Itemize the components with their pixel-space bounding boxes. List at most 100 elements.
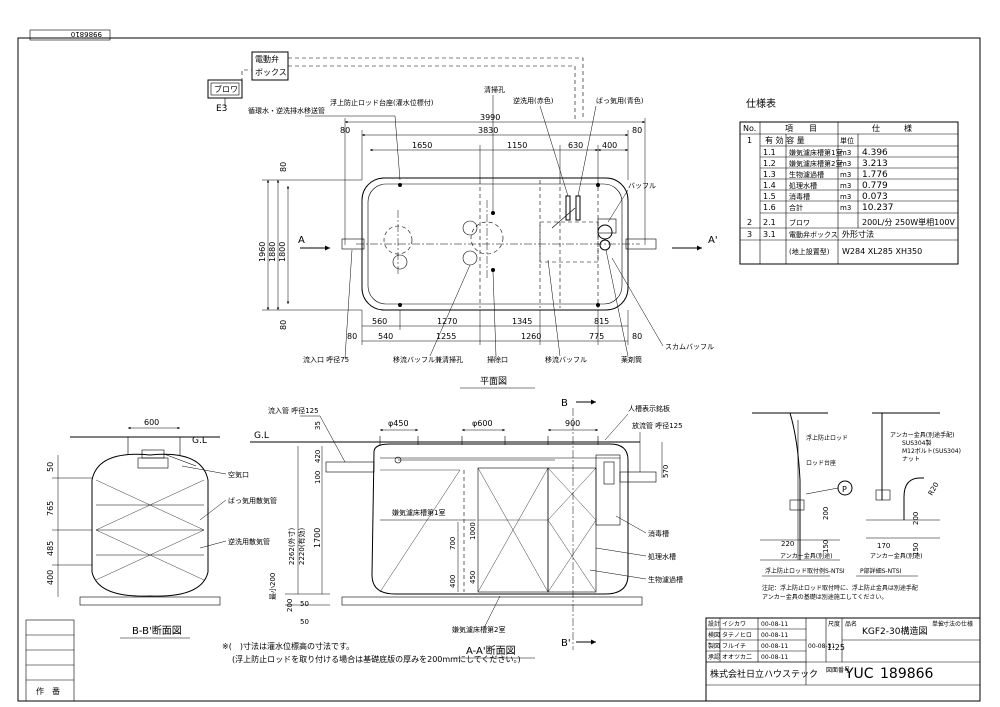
detail-anchor-left: アンカー金具(別途) xyxy=(780,552,832,560)
blower-label: ブロワ xyxy=(214,84,238,94)
tb-date-3: 00-08-11 xyxy=(761,643,788,650)
tb-name-1: イシカワ xyxy=(722,621,746,628)
tb-date-2: 00-08-11 xyxy=(761,632,788,639)
label-backwash: 逆洗用(赤色) xyxy=(513,96,554,105)
label-baffle: バッフル xyxy=(628,182,656,190)
tb-name-4: オオツカ二 xyxy=(722,654,752,661)
plan-arrow-a-prime: A' xyxy=(708,235,718,246)
tb-role-4: 承認 xyxy=(708,653,720,661)
label-scum-baffle: スカムバッフル xyxy=(665,343,714,351)
dim-bottom-80-left: 80 xyxy=(347,332,357,341)
label-circulation-pipe: 循環水・逆洗排水移送管 xyxy=(248,106,325,115)
tb-name-2: タテノヒロ xyxy=(722,631,752,639)
bb-section-title: B-B'断面図 xyxy=(132,624,182,637)
left-revision-box: 作 番 xyxy=(25,619,75,702)
spec-row6-sub: 1.5 xyxy=(763,192,776,201)
tb-role-1: 設計 xyxy=(708,620,720,628)
spec-row3-unit: m3 xyxy=(840,160,851,168)
label-drain: 掃除口 xyxy=(487,355,508,364)
spec-row5-item: 処理水槽 xyxy=(789,181,817,190)
bb-dim-600: 600 xyxy=(144,418,159,427)
spec-row5-value: 0.779 xyxy=(862,181,888,191)
label-aeration: ばっ気用(青色) xyxy=(596,96,644,105)
plan-top-dimensions: 3990 3830 80 80 1650 1150 630 400 xyxy=(340,113,646,245)
tb-name-label: 品名 xyxy=(845,620,857,628)
spec-row9-value: 外形寸法 xyxy=(842,229,874,239)
spec-row3-item: 嫌気濾床槽第2室 xyxy=(789,159,842,168)
tb-company: 株式会社日立ハウステック xyxy=(710,668,818,680)
dim-1960: 1960 xyxy=(258,242,267,262)
dim-400: 400 xyxy=(602,141,617,150)
aa-dim-570: 570 xyxy=(662,465,670,478)
tb-drawing-number: 189866 xyxy=(880,666,934,682)
detail-left-dim-150: 150 xyxy=(822,540,830,553)
label-inflow-diameter: 流入口 呼径75 xyxy=(303,355,349,364)
detail-right-dim-170: 170 xyxy=(877,542,890,550)
spec-header-spec: 仕 様 xyxy=(872,123,912,133)
spec-table: 仕様表 No. 項 目 仕 様 1 有 効 容 量 単位 1.1 嫌気濾床槽第1… xyxy=(739,97,959,265)
bb-label-aeration-pipe: ばっ気用散気管 xyxy=(228,496,277,505)
detail-right-label-4: ナット xyxy=(902,456,920,463)
spec-row9-item: 電動弁ボックス xyxy=(789,230,838,239)
detail-right-label-1: アンカー金具(別途手配) xyxy=(890,431,954,439)
spec-row6-unit: m3 xyxy=(840,193,851,201)
aa-gl-label: G.L xyxy=(254,431,269,441)
spec-row2-unit: m3 xyxy=(840,149,851,157)
aa-dim-35: 35 xyxy=(314,421,322,430)
spec-row2-item: 嫌気濾床槽第1室 xyxy=(789,148,842,157)
spec-row5-unit: m3 xyxy=(840,182,851,190)
dim-1150: 1150 xyxy=(507,141,527,150)
rotated-drawing-number: 9986810 xyxy=(71,30,102,38)
detail-anchor-right: アンカー金具(別途) xyxy=(870,552,922,560)
aa-label-inflow: 流入管 呼径125 xyxy=(268,406,319,415)
spec-row9-no: 3 xyxy=(747,230,752,239)
aa-dim-700: 700 xyxy=(449,537,457,550)
plan-arrow-a: A xyxy=(298,235,305,246)
bb-gl-label: G.L xyxy=(192,436,207,446)
spec-row1-unit: 単位 xyxy=(840,136,854,145)
detail-right-r20: R20 xyxy=(927,481,941,497)
electric-valve-box: 電動弁 ボックス xyxy=(251,51,289,81)
detail-right-caption: P部詳細S-NTSI xyxy=(860,567,902,575)
label-rod-base: 浮上防止ロッド台座(灌水位標付) xyxy=(330,98,434,107)
aa-dim-50b: 50 xyxy=(300,618,309,626)
tb-drawing-prefix: YUC xyxy=(844,666,874,682)
dim-left-80-top: 80 xyxy=(279,162,288,172)
tb-unit-value: ±寸法の仕様 xyxy=(938,620,973,628)
aa-dia-600: φ600 xyxy=(472,419,493,428)
aa-dim-100: 100 xyxy=(314,471,322,484)
sheet-border: 9986810 xyxy=(17,29,981,702)
section-bb: G.L 600 50 765 485 400 空気口 ばっ気用散気管 逆洗用散気… xyxy=(46,418,277,639)
e3-label: E3 xyxy=(216,104,227,114)
spec-row10-item: (地上設置型) xyxy=(789,247,830,256)
spec-row8-no: 2 xyxy=(747,218,752,227)
dim-bottom-80-right: 80 xyxy=(632,332,642,341)
spec-header-no: No. xyxy=(743,124,756,133)
detail-right-dim-200: 200 xyxy=(912,512,920,525)
dim-1345: 1345 xyxy=(512,317,532,326)
aa-label-chamber2: 嫌気濾床槽第2室 xyxy=(452,625,505,634)
spec-row9-sub: 3.1 xyxy=(763,230,776,239)
spec-header-item: 項 目 xyxy=(785,124,817,133)
spec-row6-item: 消毒槽 xyxy=(789,192,810,201)
aa-dim-450: 450 xyxy=(469,571,477,584)
dim-1260: 1260 xyxy=(521,332,541,341)
plan-view: 電動弁 ボックス ブロワ E3 A A' xyxy=(207,51,718,389)
detail-rod-base-label: ロッド台座 xyxy=(806,459,836,467)
aa-label-chamber1: 嫌気濾床槽第1室 xyxy=(392,508,445,517)
detail-drawings: 浮上防止ロッド ロッド台座 200 150 220 アンカー金具(別途) P 浮… xyxy=(752,412,961,601)
aa-marker-b-prime: B' xyxy=(561,638,571,649)
spec-row5-sub: 1.4 xyxy=(763,181,776,190)
detail-right-label-3: M12ボルト(SUS304) xyxy=(902,447,961,455)
tb-date-stamp: 00-08-31 xyxy=(808,643,835,650)
dim-1270: 1270 xyxy=(437,317,457,326)
aa-dim-50: 50 xyxy=(300,600,309,608)
spec-row7-value: 10.237 xyxy=(862,203,894,213)
tb-role-3: 製図 xyxy=(708,642,720,650)
dim-540: 540 xyxy=(378,332,393,341)
aa-label-manhole-plate: 人槽表示銘板 xyxy=(628,404,670,413)
aa-dim-2262: 2262(外寸) xyxy=(287,527,296,565)
spec-row2-sub: 1.1 xyxy=(763,148,776,157)
plan-bottom-dimensions: 560 1270 1345 815 540 1255 1260 775 80 8… xyxy=(347,310,642,345)
spec-row4-value: 1.776 xyxy=(862,170,888,180)
